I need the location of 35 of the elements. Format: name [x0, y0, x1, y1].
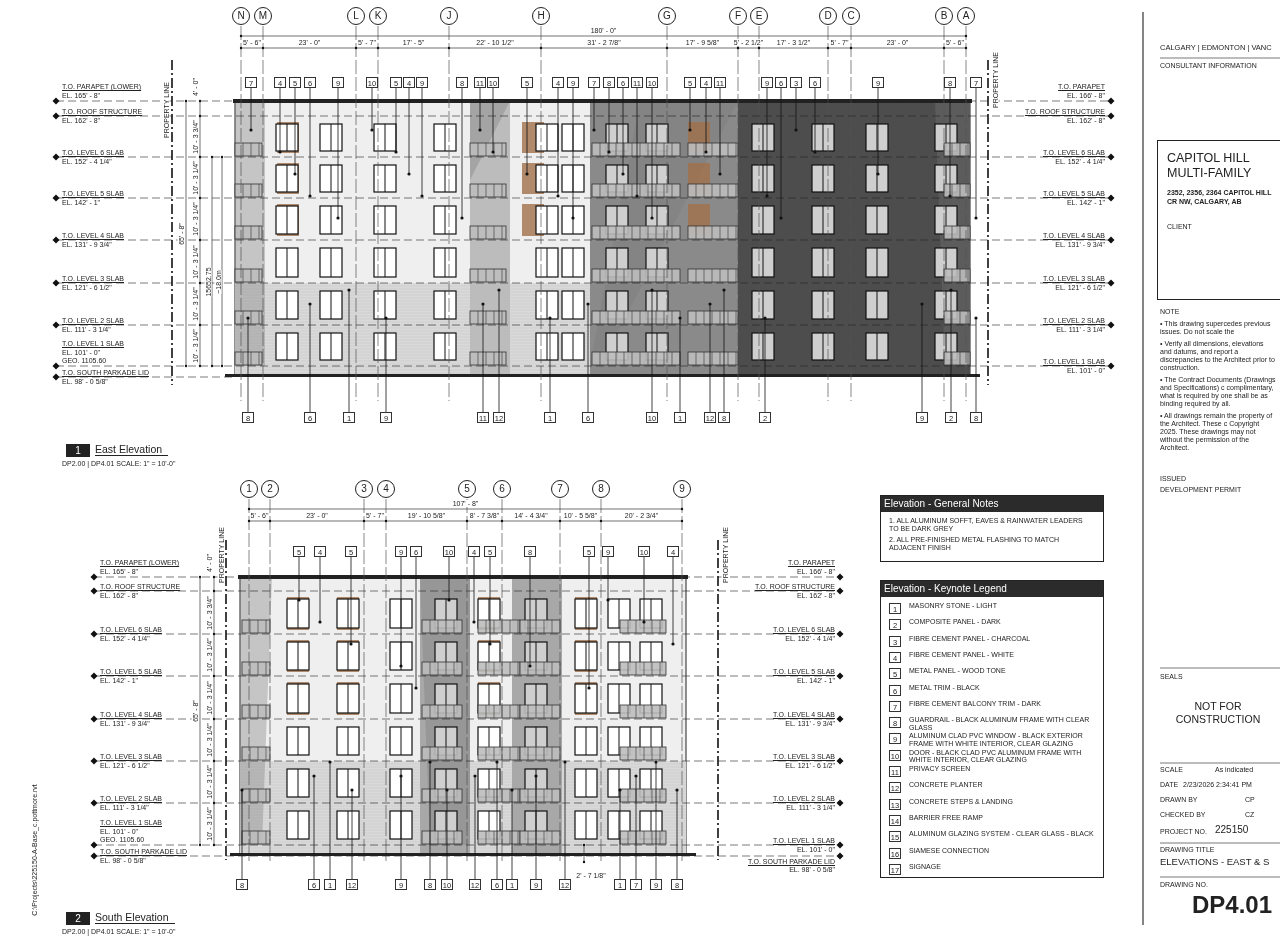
grid-bubble: B: [935, 7, 953, 25]
keynote-legend-panel: [880, 580, 1104, 878]
grid-bubble: 9: [673, 480, 691, 498]
seal-notice: NOT FOR CONSTRUCTION: [1174, 700, 1262, 726]
view-title: East Elevation: [95, 444, 169, 456]
grid-bubble: A: [957, 7, 975, 25]
panel-heading: Elevation - Keynote Legend: [881, 581, 1103, 597]
grid-bubble: J: [440, 7, 458, 25]
project-info-box: [1157, 140, 1280, 300]
grid-bubble: 8: [592, 480, 610, 498]
view-title: South Elevation: [95, 912, 175, 924]
grid-bubble: C: [842, 7, 860, 25]
project-name: CAPITOL HILL MULTI-FAMILY: [1167, 151, 1253, 181]
grid-bubble: E: [750, 7, 768, 25]
grid-bubble: 2: [261, 480, 279, 498]
grid-bubble: 3: [355, 480, 373, 498]
grid-bubble: G: [658, 7, 676, 25]
grid-bubble: 5: [458, 480, 476, 498]
grid-bubble: F: [729, 7, 747, 25]
general-notes-panel: [880, 495, 1104, 562]
grid-bubble: 6: [493, 480, 511, 498]
grid-bubble: N: [232, 7, 250, 25]
view-number-badge: 2: [66, 912, 90, 925]
panel-heading: Elevation - General Notes: [881, 496, 1103, 512]
grid-bubble: D: [819, 7, 837, 25]
grid-bubble: K: [369, 7, 387, 25]
grid-bubble: 4: [377, 480, 395, 498]
grid-bubble: 7: [551, 480, 569, 498]
grid-bubble: 1: [240, 480, 258, 498]
view-number-badge: 1: [66, 444, 90, 457]
grid-bubble: M: [254, 7, 272, 25]
grid-bubble: H: [532, 7, 550, 25]
project-number: 225150: [1215, 825, 1249, 835]
drawing-title: ELEVATIONS - EAST & S: [1160, 857, 1270, 867]
grid-bubble: L: [347, 7, 365, 25]
